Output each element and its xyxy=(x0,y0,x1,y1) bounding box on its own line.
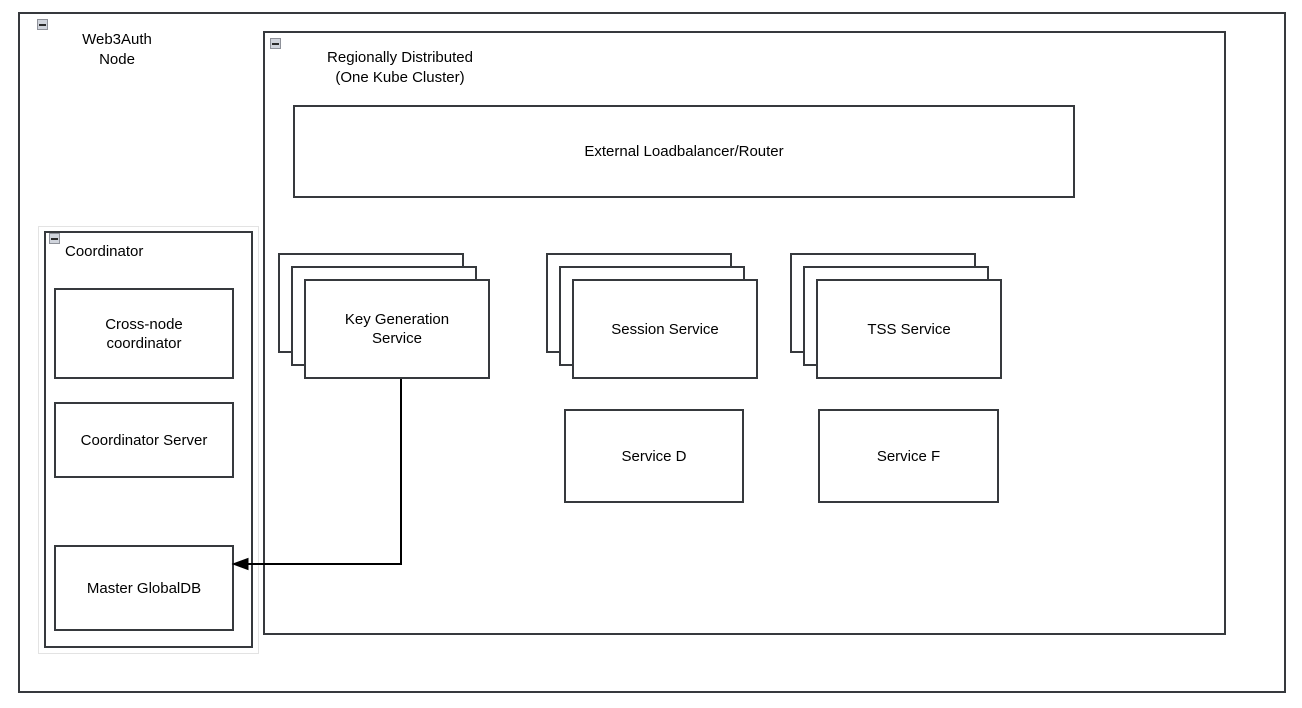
session-service-label: Session Service xyxy=(611,320,719,338)
coordinator-label: Coordinator xyxy=(65,243,144,260)
cross-node-coordinator-label: Cross-node coordinator xyxy=(105,315,183,352)
service-f-node[interactable]: Service F xyxy=(818,409,999,503)
session-service-stack[interactable]: Session Service xyxy=(546,253,758,379)
service-f-label: Service F xyxy=(876,447,941,465)
tss-service-stack[interactable]: TSS Service xyxy=(790,253,1002,379)
tss-service-node[interactable]: TSS Service xyxy=(816,279,1002,379)
web3auth-node-label: Web3Auth Node xyxy=(82,31,152,68)
master-globaldb-node[interactable]: Master GlobalDB xyxy=(54,545,234,631)
external-loadbalancer-router-label: External Loadbalancer/Router xyxy=(584,143,784,160)
collapse-minus-icon-coordinator[interactable] xyxy=(49,233,60,244)
coordinator-server-node[interactable]: Coordinator Server xyxy=(54,402,234,478)
external-loadbalancer-router-node[interactable]: External Loadbalancer/Router xyxy=(293,105,1075,198)
regionally-distributed-label: Regionally Distributed (One Kube Cluster… xyxy=(327,49,473,86)
tss-service-label: TSS Service xyxy=(867,320,951,338)
service-d-node[interactable]: Service D xyxy=(564,409,744,503)
key-generation-service-stack[interactable]: Key Generation Service xyxy=(278,253,490,379)
key-generation-service-label: Key Generation Service xyxy=(344,311,450,347)
collapse-minus-icon-regionally-distributed[interactable] xyxy=(270,38,281,49)
cross-node-coordinator-node[interactable]: Cross-node coordinator xyxy=(54,288,234,379)
key-generation-service-node[interactable]: Key Generation Service xyxy=(304,279,490,379)
master-globaldb-label: Master GlobalDB xyxy=(86,579,202,597)
service-d-label: Service D xyxy=(621,447,687,465)
collapse-minus-icon-web3auth-node[interactable] xyxy=(37,19,48,30)
coordinator-server-label: Coordinator Server xyxy=(80,431,208,449)
session-service-node[interactable]: Session Service xyxy=(572,279,758,379)
